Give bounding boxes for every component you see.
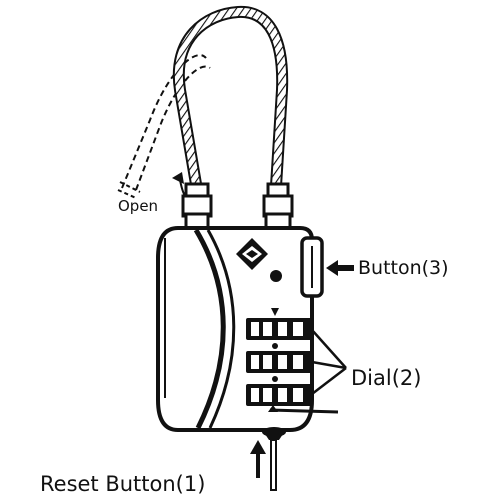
cable-ferrule-left: [181, 182, 213, 232]
button-3[interactable]: [300, 236, 324, 298]
tsa-logo-icon: [236, 238, 268, 270]
reset-pin: [270, 439, 277, 491]
dial-pointer-triangle: [271, 308, 279, 316]
dial-callout-lines: [311, 329, 347, 395]
dial-label: Dial(2): [351, 366, 422, 390]
button-3-arrow: [326, 260, 354, 276]
keyhole-icon: [270, 270, 282, 282]
dial-pointer-dot-1: [272, 343, 278, 349]
open-position-end: [117, 181, 141, 199]
cable-shackle-twist: [174, 7, 287, 187]
dial-wheel-1[interactable]: [246, 318, 312, 340]
dial-wheel-3[interactable]: [246, 384, 312, 406]
side-panel-curve-outer: [193, 228, 226, 430]
open-position-cable-inner: [135, 65, 211, 191]
reset-button-hole[interactable]: [262, 427, 286, 440]
button-3-label: Button(3): [358, 257, 449, 279]
dial-wheel-2[interactable]: [246, 351, 312, 373]
reset-button-label: Reset Button(1): [40, 472, 206, 496]
side-panel-curve-inner: [206, 229, 236, 429]
cable-ferrule-right: [262, 182, 294, 232]
dial-pointer-dot-2: [272, 376, 278, 382]
open-label: Open: [118, 197, 159, 215]
dial-bottom-pointer-line: [269, 408, 339, 414]
reset-arrow-head: [250, 440, 266, 454]
open-arrow-head: [172, 172, 184, 184]
